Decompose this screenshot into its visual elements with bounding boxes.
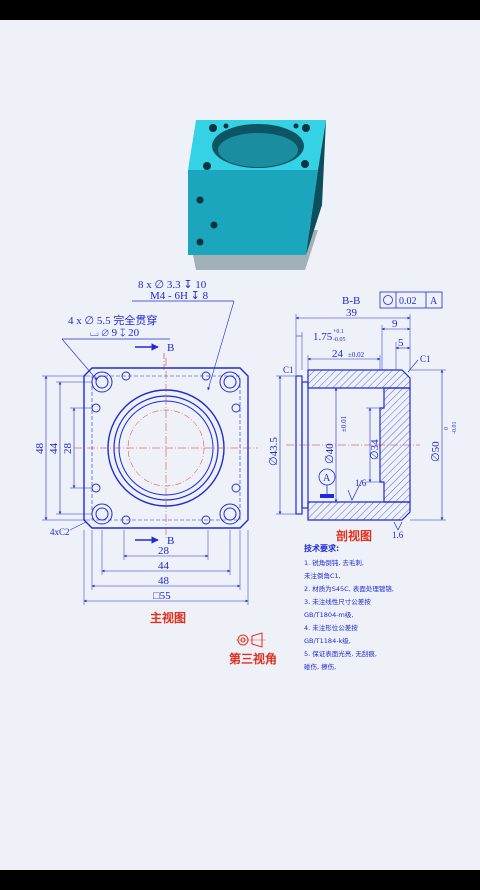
- dia-40-tol: ±0.01: [340, 415, 348, 432]
- dim-9: 9: [392, 318, 398, 330]
- dim-39: 39: [346, 307, 358, 319]
- dim-24: 24: [332, 348, 344, 360]
- notes-title: 技术要求:: [304, 543, 339, 553]
- chamfer-callout: 4xC2: [50, 527, 70, 537]
- note-line: GB/T1804-m级,: [304, 610, 353, 619]
- note-line: 碰伤, 擦伤,: [304, 662, 336, 671]
- tap-holes-callout-2: M4 - 6H ↧ 8: [150, 290, 209, 302]
- flatness-frame: 0.02 A: [379, 291, 443, 309]
- section-mark-top: B: [167, 342, 174, 354]
- flatness-value: 0.02: [399, 296, 417, 307]
- surface-finish-icon-1: [347, 479, 363, 501]
- surface-finish-icon-2: [393, 521, 403, 531]
- third-angle-projection-icon: [236, 632, 266, 648]
- note-line: GB/T1184-k级,: [304, 636, 351, 645]
- dim-1-75: 1.75: [313, 331, 333, 343]
- note-line: 未注倒角C1,: [304, 571, 341, 580]
- dia-34: ∅34: [369, 439, 381, 460]
- chamfer-c1-left: C1: [283, 365, 294, 375]
- dim-1-75-tol-low: -0.05: [333, 337, 346, 343]
- main-view-dims-left: 48 44 28: [34, 375, 92, 521]
- section-name: B-B: [342, 295, 360, 307]
- section-mark-bottom: B: [167, 535, 174, 547]
- dim-55-bottom: □55: [153, 590, 171, 602]
- main-view: [74, 358, 258, 538]
- dia-50: ∅50: [430, 441, 442, 462]
- note-line: 5. 保证表面光亮, 无刮痕,: [304, 649, 377, 658]
- technical-notes: 技术要求: 1. 锐角倒钝, 去毛刺, 未注倒角C1, 2. 材质为S45C, …: [304, 543, 394, 671]
- projection-label: 第三视角: [229, 651, 277, 666]
- main-view-dims-bottom: 28 44 48 □55: [83, 530, 249, 605]
- main-view-title: 主视图: [150, 610, 186, 625]
- dia-40: ∅40: [324, 443, 336, 464]
- through-holes-callout-2: ⌴ ∅ 9 ↧ 20: [90, 327, 140, 339]
- dim-44-bottom: 44: [158, 560, 170, 572]
- surface-finish-2: 1.6: [392, 530, 404, 540]
- note-line: 4. 未注形位公差按: [304, 623, 358, 632]
- dim-1-75-tol-up: +0.1: [333, 329, 344, 335]
- through-holes-callout-1: 4 x ∅ 5.5 完全贯穿: [68, 313, 157, 327]
- section-view-title: 剖视图: [336, 528, 372, 543]
- section-body: [286, 369, 420, 521]
- tap-holes-callout-1: 8 x ∅ 3.3 ↧ 10: [138, 279, 207, 291]
- dim-48-bottom: 48: [158, 575, 170, 587]
- drawing-sheet: 8 x ∅ 3.3 ↧ 10 M4 - 6H ↧ 8 4 x ∅ 5.5 完全贯…: [0, 20, 480, 870]
- dim-48-left: 48: [34, 443, 46, 455]
- flatness-datum: A: [430, 296, 438, 307]
- note-line: 3. 未注线性尺寸公差按: [304, 597, 371, 606]
- note-line: 2. 材质为S45C, 表面处理镀铬,: [304, 584, 394, 593]
- flatness-icon: [383, 295, 393, 305]
- note-line: 1. 锐角倒钝, 去毛刺,: [304, 558, 364, 567]
- dia-43-5: ∅43.5: [268, 437, 280, 466]
- datum-circle-label: A: [323, 473, 331, 484]
- dia-50-tol-up: 0: [444, 427, 450, 430]
- dim-28-left: 28: [62, 443, 74, 455]
- dim-5: 5: [398, 337, 404, 349]
- chamfer-c1-right: C1: [420, 354, 431, 364]
- part-3d-render: [188, 120, 326, 270]
- dia-50-tol-low: -0.01: [452, 422, 458, 435]
- technical-drawing: 8 x ∅ 3.3 ↧ 10 M4 - 6H ↧ 8 4 x ∅ 5.5 完全贯…: [34, 120, 458, 671]
- dim-44-left: 44: [48, 443, 60, 455]
- dim-24-tol: ±0.02: [348, 351, 365, 359]
- dim-28-bottom: 28: [158, 545, 170, 557]
